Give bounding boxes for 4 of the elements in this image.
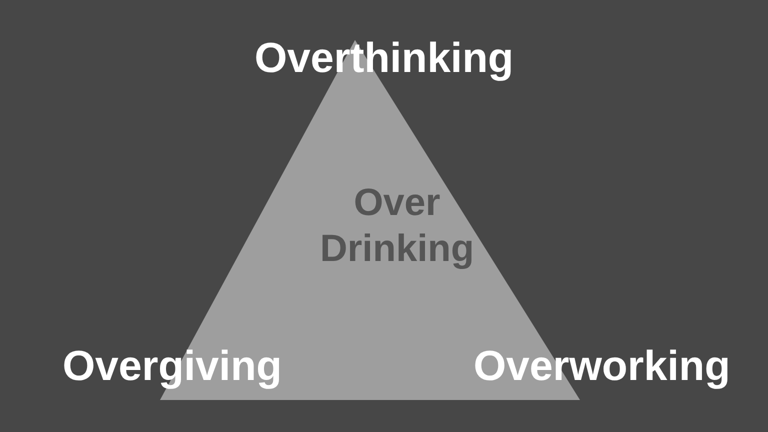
corner-label: Overworking	[474, 342, 730, 390]
corner-label: Overthinking	[254, 34, 514, 82]
center-label: Over Drinking	[318, 181, 476, 272]
corner-label: Overgiving	[62, 342, 282, 390]
